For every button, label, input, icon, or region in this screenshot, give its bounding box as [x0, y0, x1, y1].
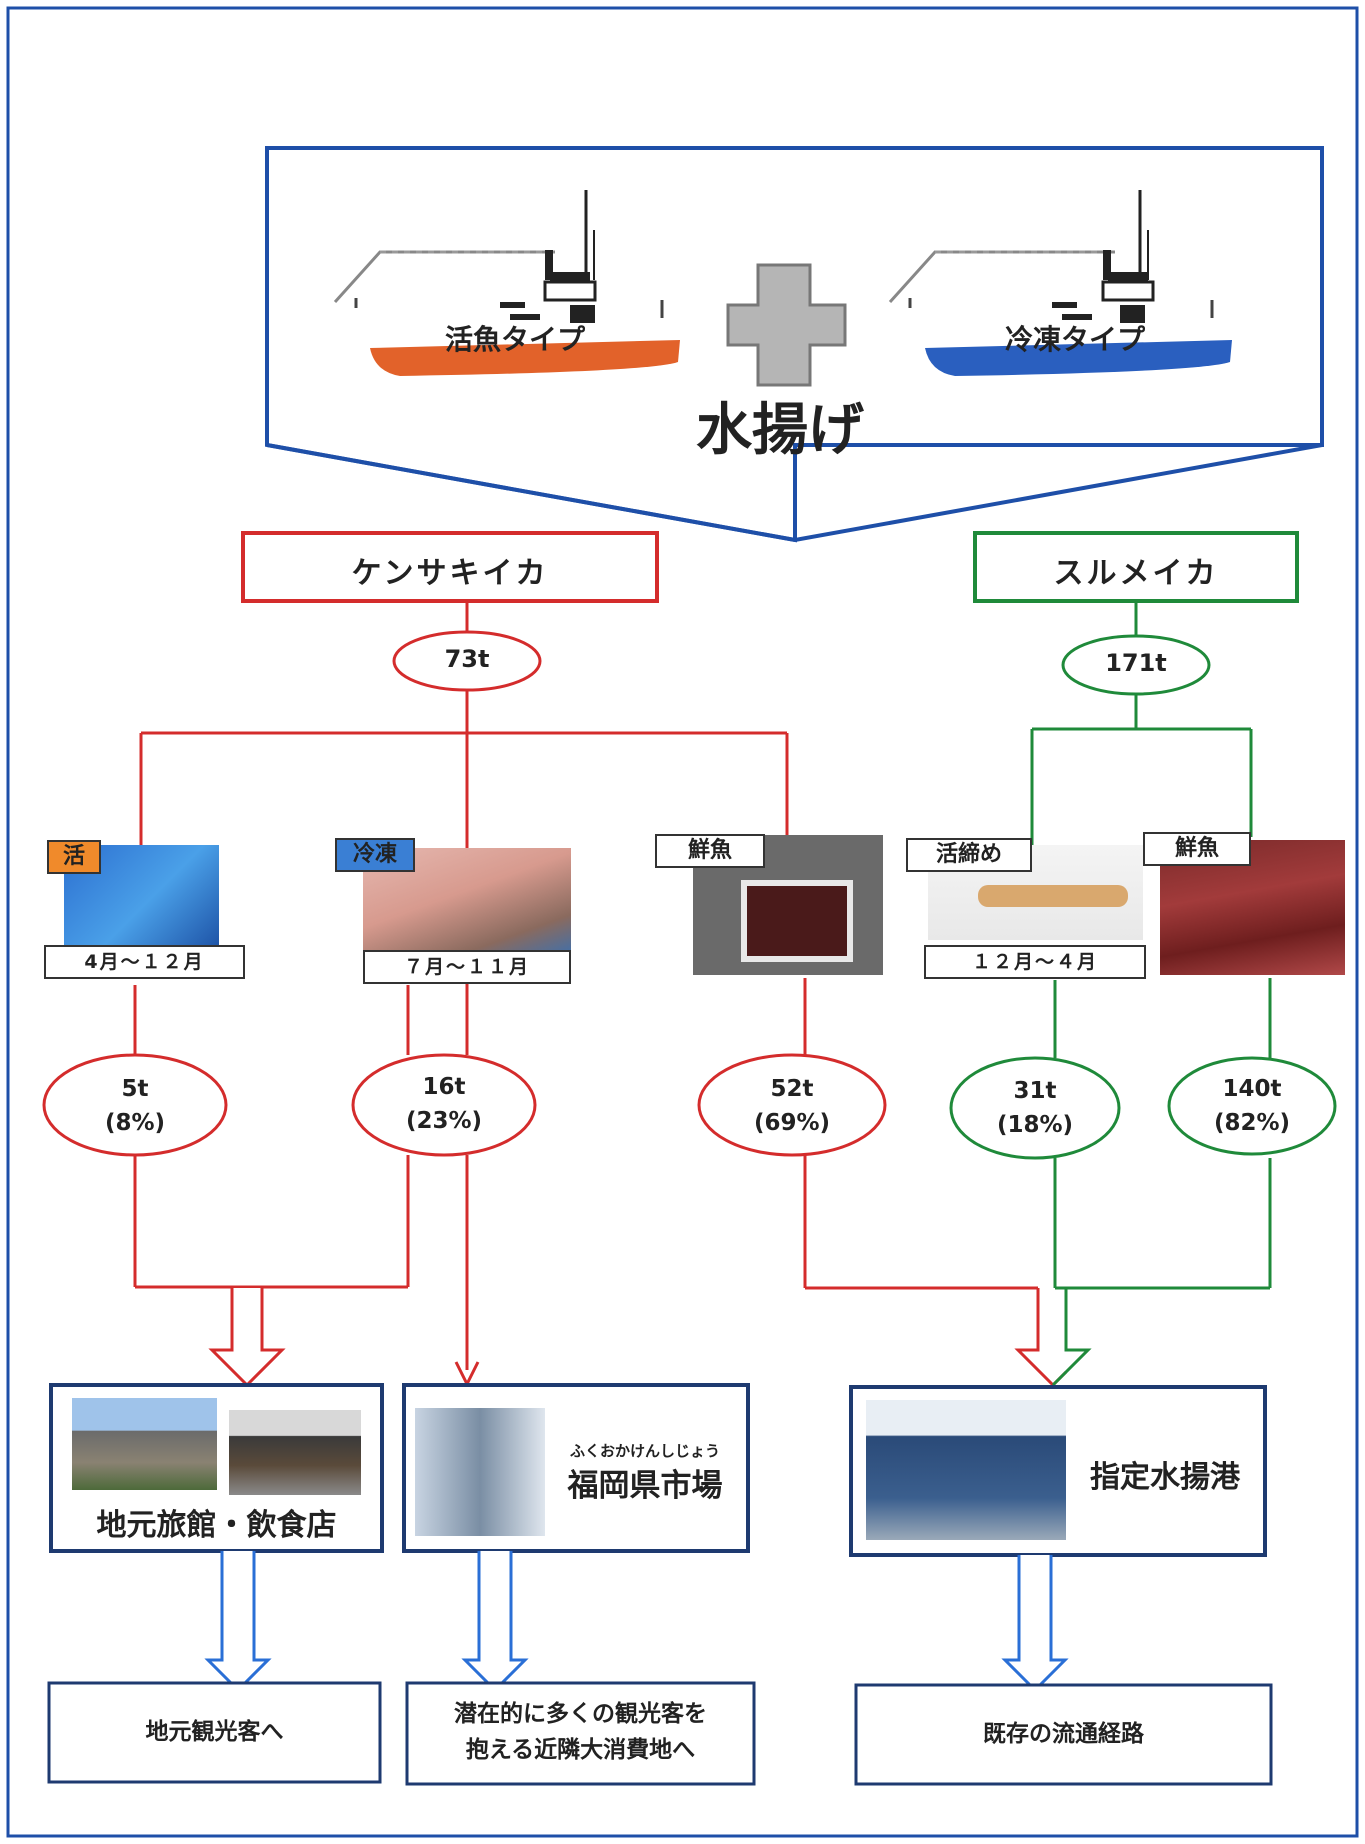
existing-arrow	[1001, 1555, 1069, 1693]
existing-box	[854, 1683, 1273, 1786]
branch-share-1: (8%)	[104, 1110, 166, 1136]
branch-period-1: 4月～１２月	[44, 945, 245, 979]
port-arrow-green	[1051, 1288, 1092, 1387]
frozen-boat-label: 冷凍タイプ	[1004, 323, 1145, 356]
port-photo	[866, 1400, 1066, 1540]
port-arrow-red	[1014, 1288, 1068, 1388]
branch-oval-2	[351, 1053, 537, 1157]
market-ruby: ふくおかけんしじょう	[569, 1442, 720, 1460]
existing-label: 既存の流通経路	[983, 1721, 1144, 1747]
branch-oval-3	[697, 1053, 887, 1157]
branch-amount-3: 52t	[770, 1076, 814, 1102]
plus-icon	[726, 263, 847, 387]
branch-period-4: １２月～４月	[924, 945, 1146, 979]
local-tourists-box	[47, 1681, 382, 1784]
nearby-label-line1: 潜在的に多くの観光客を	[454, 1701, 707, 1727]
header-arrow-point	[266, 443, 1323, 543]
ryokan-label: 地元旅館・飲食店	[96, 1508, 337, 1543]
branch-share-3: (69%)	[753, 1110, 831, 1136]
branch-amount-2: 16t	[422, 1074, 466, 1100]
local-tourists-label: 地元観光客へ	[145, 1719, 284, 1745]
branch-amount-4: 31t	[1013, 1078, 1057, 1104]
local-tourist-arrow	[204, 1551, 272, 1693]
restaurant-photo	[229, 1410, 361, 1495]
frozen-boat-icon	[888, 190, 1232, 376]
surume-box	[973, 531, 1299, 603]
live-boat-icon	[333, 190, 680, 376]
kensaki-flow-lines	[133, 601, 1038, 1370]
surume-total: 171t	[1105, 649, 1167, 677]
port-label: 指定水揚港	[1090, 1460, 1240, 1495]
nearby-box	[405, 1681, 756, 1786]
outer-frame	[6, 6, 1359, 1838]
kensaki-total: 73t	[444, 645, 490, 673]
branch-share-2: (23%)	[405, 1108, 483, 1134]
kensaki-box	[241, 531, 659, 603]
branch-oval-1	[42, 1053, 228, 1157]
branch-amount-5: 140t	[1222, 1076, 1282, 1102]
fresh-squid-photo	[693, 835, 883, 975]
live-boat-label: 活魚タイプ	[444, 323, 585, 356]
branch-tag-2: 冷凍	[335, 838, 415, 872]
kensaki-label: ケンサキイカ	[351, 556, 549, 591]
market-photo	[415, 1408, 545, 1536]
branch-oval-5	[1167, 1056, 1337, 1156]
branch-tag-5: 鮮魚	[1143, 832, 1251, 866]
branch-amount-1: 5t	[121, 1076, 149, 1102]
branch-tag-3: 鮮魚	[655, 834, 765, 868]
ikejime-squid-body	[978, 885, 1128, 907]
branch-period-2: ７月～１１月	[363, 950, 571, 984]
ryokan-arrow	[208, 1288, 286, 1388]
branch-oval-4	[949, 1056, 1121, 1160]
market-label: 福岡県市場	[567, 1468, 723, 1504]
landing-title: 水揚げ	[696, 398, 864, 463]
surume-flow-lines	[1030, 601, 1272, 1290]
branch-share-4: (18%)	[996, 1112, 1074, 1138]
nearby-arrow	[461, 1551, 529, 1693]
branch-share-5: (82%)	[1213, 1110, 1291, 1136]
fresh-tray	[741, 880, 853, 962]
kensaki-total-oval	[392, 630, 542, 692]
surume-total-oval	[1061, 634, 1211, 696]
branch-tag-4: 活締め	[906, 838, 1032, 872]
branch-tag-1: 活	[47, 840, 101, 874]
nearby-label-line2: 抱える近隣大消費地へ	[465, 1737, 696, 1763]
surume-label: スルメイカ	[1053, 556, 1219, 591]
ryokan-photo	[72, 1398, 217, 1490]
